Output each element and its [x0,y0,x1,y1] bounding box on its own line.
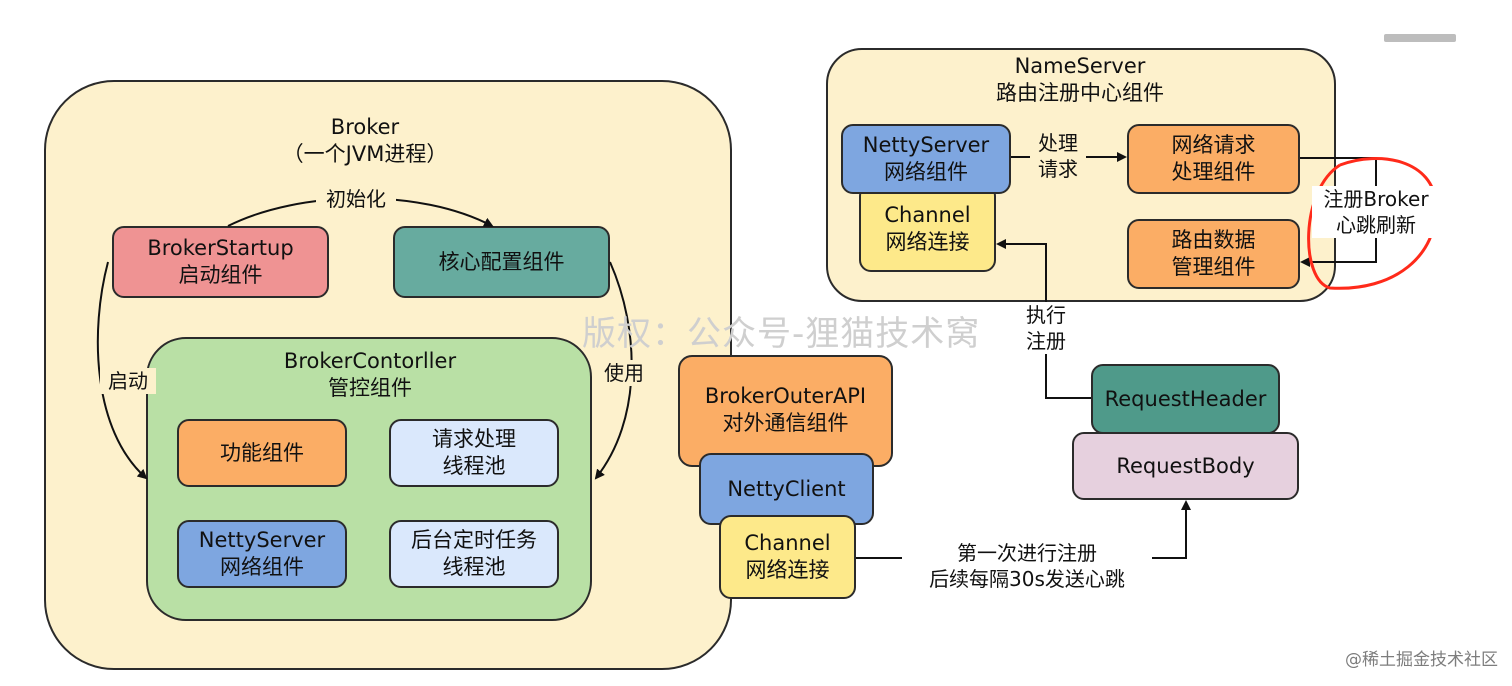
footer-text: @稀土掘金技术社区 [1345,650,1498,670]
request-pool-line1: 请求处理 [432,427,516,451]
process-label-line2: 请求 [1038,157,1078,181]
function-component-text: 功能组件 [220,440,304,465]
watermark-text: 版权：公众号-狸猫技术窝 [582,314,981,354]
outer-channel-box: Channel 网络连接 [719,515,856,599]
outer-api-line2: 对外通信组件 [722,411,849,435]
core-config-text: 核心配置组件 [438,249,565,274]
ns-channel-line1: Channel [884,203,971,227]
register-label-line1: 注册Broker [1323,187,1429,211]
send-label-line1: 第一次进行注册 [957,541,1097,565]
request-handler-box: 网络请求 处理组件 [1127,124,1300,194]
broker-title-text: Broker [330,115,400,139]
exec-label-line2: 注册 [1026,329,1066,353]
exec-label: 执行 注册 [1018,302,1074,354]
scheduled-pool-line2: 线程池 [442,555,506,579]
netty-client-text: NettyClient [727,476,846,501]
scheduled-pool-line1: 后台定时任务 [411,528,537,552]
outer-api-line1: BrokerOuterAPI [704,384,867,408]
process-label-line1: 处理 [1038,131,1078,155]
request-body-text: RequestBody [1116,453,1255,478]
name-server-title: NameServer 路由注册中心组件 [960,53,1200,107]
core-config-box: 核心配置组件 [393,226,610,298]
broker-startup-line2: 启动组件 [178,263,263,287]
red-highlight [1307,157,1438,290]
send-label: 第一次进行注册 后续每隔30s发送心跳 [902,540,1152,592]
route-data-line1: 路由数据 [1171,228,1256,252]
broker-startup-line1: BrokerStartup [147,236,294,260]
register-label-line2: 心跳刷新 [1336,213,1416,237]
start-label: 启动 [100,368,156,394]
request-header-box: RequestHeader [1091,364,1280,434]
name-server-title-text: NameServer [1014,54,1146,78]
broker-subtitle-text: （一个JVM进程） [282,142,448,166]
register-label: 注册Broker 心跳刷新 [1312,186,1440,238]
scroll-tab [1384,34,1456,42]
broker-title: Broker （一个JVM进程） [280,114,450,168]
route-data-line2: 管理组件 [1171,255,1256,279]
broker-controller-title-text: BrokerContorller [283,349,457,373]
send-label-line2: 后续每隔30s发送心跳 [929,567,1125,591]
outer-api-box: BrokerOuterAPI 对外通信组件 [678,355,893,467]
broker-netty-server-line2: 网络组件 [220,555,304,579]
use-label: 使用 [596,360,652,386]
request-header-text: RequestHeader [1104,386,1267,411]
broker-netty-server-line1: NettyServer [198,528,326,552]
netty-client-box: NettyClient [699,453,874,525]
ns-netty-server-line1: NettyServer [862,133,990,157]
request-handler-line2: 处理组件 [1171,160,1256,184]
outer-channel-line1: Channel [744,531,831,555]
scheduled-pool-box: 后台定时任务 线程池 [389,520,559,588]
request-pool-box: 请求处理 线程池 [389,419,559,487]
name-server-subtitle-text: 路由注册中心组件 [996,81,1164,105]
ns-channel-box: Channel 网络连接 [859,184,996,272]
ns-netty-server-line2: 网络组件 [884,160,968,184]
function-component-box: 功能组件 [177,419,347,487]
outer-channel-line2: 网络连接 [745,558,830,582]
route-data-box: 路由数据 管理组件 [1127,219,1300,289]
exec-label-line1: 执行 [1026,303,1066,327]
request-pool-line2: 线程池 [442,454,506,478]
broker-controller-subtitle-text: 管控组件 [328,376,412,400]
broker-netty-server-box: NettyServer 网络组件 [177,520,347,588]
broker-startup-box: BrokerStartup 启动组件 [112,226,329,298]
broker-controller-title: BrokerContorller 管控组件 [240,348,500,402]
init-label: 初始化 [316,186,396,212]
ns-netty-server-box: NettyServer 网络组件 [841,124,1011,194]
request-handler-line1: 网络请求 [1171,133,1256,157]
ns-channel-line2: 网络连接 [885,230,970,254]
process-label: 处理 请求 [1030,130,1086,182]
